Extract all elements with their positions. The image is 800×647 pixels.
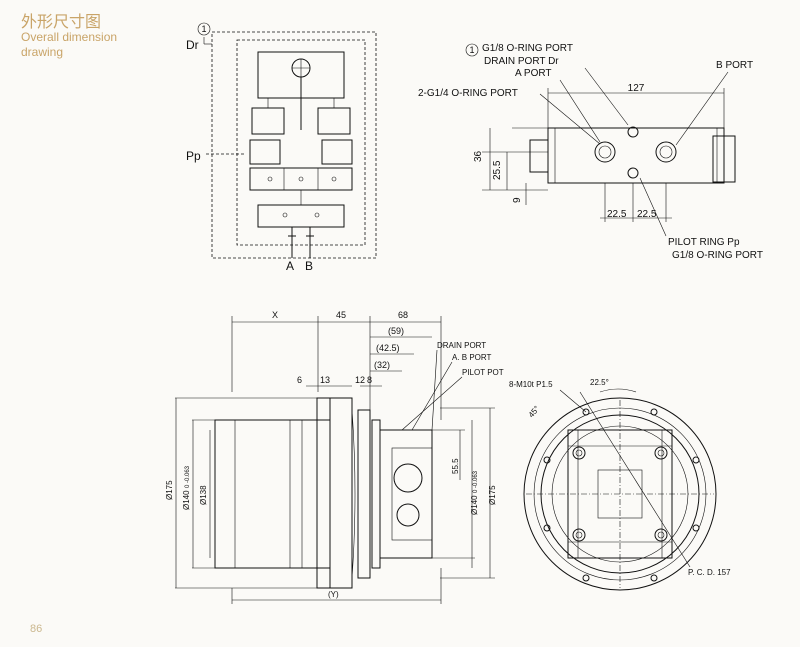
dim-68: 68 [398, 310, 408, 320]
dim-d140-left-tol: 0 -0.063 [185, 465, 191, 488]
title-english: Overall dimension drawing [21, 30, 118, 59]
end-view: 8-M10t P1.5 22.5° 45° P. C. D. 157 [509, 378, 731, 591]
dim-55-5: 55.5 [451, 458, 460, 474]
title-chinese: 外形尺寸图 [21, 12, 102, 31]
dim-12: 12 [355, 375, 365, 385]
dim-h9: 9 [512, 197, 523, 203]
angle-45-label: 45° [527, 404, 542, 419]
page-number: 86 [30, 623, 43, 635]
dim-d138: Ø138 [199, 485, 208, 505]
b-port-label: B PORT [716, 60, 753, 71]
dim-32: (32) [374, 360, 390, 370]
ab-port-label: A. B PORT [452, 353, 492, 362]
port-view: 1 G1/8 O-RING PORT DRAIN PORT Dr A PORT … [418, 43, 763, 261]
drain-port-spec-label: G1/8 O-RING PORT [482, 43, 573, 54]
bolt-spec-label: 8-M10t P1.5 [509, 380, 553, 389]
dim-8: 8 [367, 375, 372, 385]
dim-x: X [272, 310, 278, 320]
pilot-ring-label: PILOT RING Pp [668, 237, 740, 248]
port-label-pp: Pp [186, 149, 201, 163]
callout-number: 1 [201, 24, 206, 34]
hydraulic-schematic: 1 Dr Pp A B [186, 22, 377, 273]
drain-port-label: DRAIN PORT Dr [484, 56, 559, 67]
dim-6: 6 [297, 375, 302, 385]
dim-d175-right: Ø175 [488, 485, 497, 505]
dim-d140-left: Ø140 [182, 490, 191, 510]
side-view: X 45 68 (59) (42.5) (32) 6 13 12 8 DRAIN… [165, 310, 504, 604]
dim-d140-right: Ø140 [470, 495, 479, 515]
port-label-b: B [305, 259, 313, 273]
callout-circle [197, 22, 211, 36]
dim-d140-right-tol: 0 -0.063 [473, 470, 479, 493]
dim-59: (59) [388, 326, 404, 336]
callout-number: 1 [469, 45, 474, 55]
dim-h25-5: 25.5 [492, 160, 503, 180]
a-port-label: A PORT [515, 68, 552, 79]
dim-w22-5-b: 22.5 [637, 209, 657, 220]
dim-length-127: 127 [628, 83, 645, 94]
dim-13: 13 [320, 375, 330, 385]
dim-w22-5-a: 22.5 [607, 209, 627, 220]
angle-22-5-label: 22.5° [590, 378, 609, 387]
pilot-spec-label: G1/8 O-RING PORT [672, 250, 763, 261]
ab-port-spec-label: 2-G1/4 O-RING PORT [418, 88, 518, 99]
dim-h36: 36 [473, 150, 484, 162]
pcd-label: P. C. D. 157 [688, 568, 731, 577]
dim-y: (Y) [328, 590, 339, 599]
callout-circle [465, 43, 479, 57]
dim-42-5: (42.5) [376, 343, 400, 353]
drain-port-label: DRAIN PORT [437, 341, 486, 350]
port-label-a: A [286, 259, 294, 273]
dim-45: 45 [336, 310, 346, 320]
pilot-port-label: PILOT POT [462, 368, 504, 377]
dim-d175-left: Ø175 [165, 480, 174, 500]
port-label-dr: Dr [186, 38, 199, 52]
